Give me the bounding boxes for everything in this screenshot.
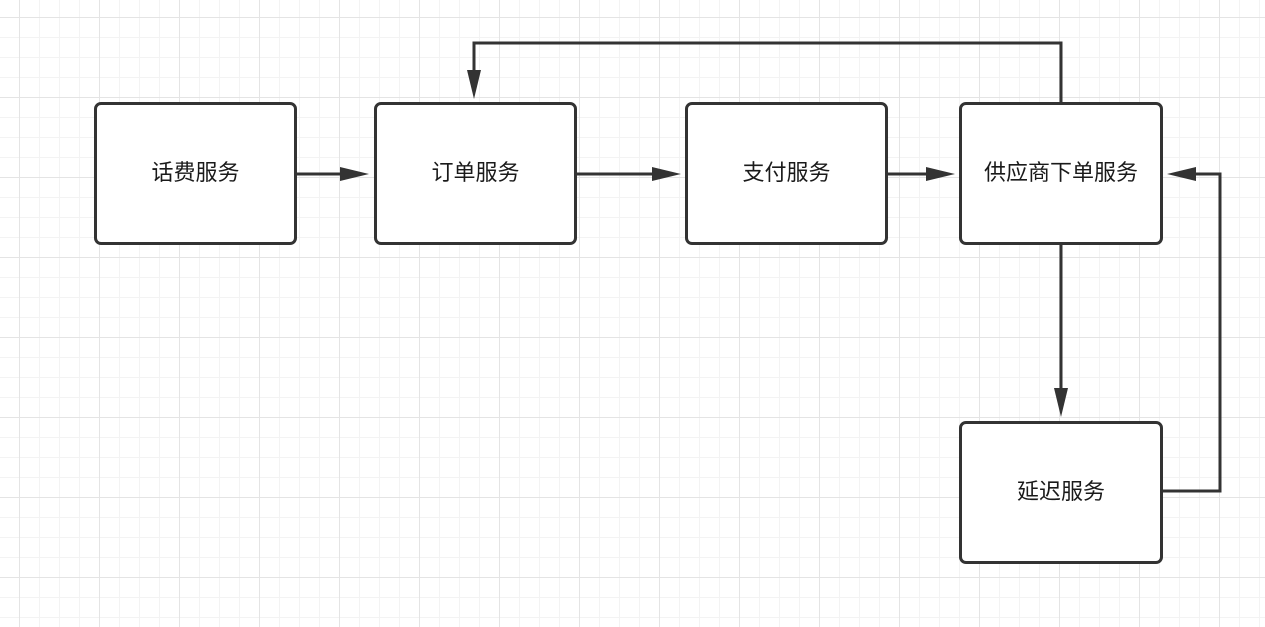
arrowhead-icon	[1054, 388, 1068, 417]
edge-yanchi-to-gongying	[1163, 172, 1222, 493]
node-label: 延迟服务	[1016, 480, 1105, 505]
arrowhead-icon	[1167, 167, 1196, 181]
arrowhead-icon	[926, 167, 955, 181]
node-supplier-order-service[interactable]: 供应商下单服务	[959, 102, 1163, 245]
node-delay-service[interactable]: 延迟服务	[959, 421, 1163, 564]
edge-gongying-to-dingdan	[472, 41, 1063, 102]
node-label: 支付服务	[742, 161, 831, 186]
arrowhead-icon	[652, 167, 681, 181]
node-payment-service[interactable]: 支付服务	[685, 102, 888, 245]
node-label: 话费服务	[151, 161, 240, 186]
node-order-service[interactable]: 订单服务	[374, 102, 577, 245]
node-label: 供应商下单服务	[983, 161, 1138, 186]
arrowhead-icon	[340, 167, 369, 181]
node-huafei-service[interactable]: 话费服务	[94, 102, 297, 245]
arrowhead-icon	[467, 70, 481, 99]
node-label: 订单服务	[431, 161, 520, 186]
